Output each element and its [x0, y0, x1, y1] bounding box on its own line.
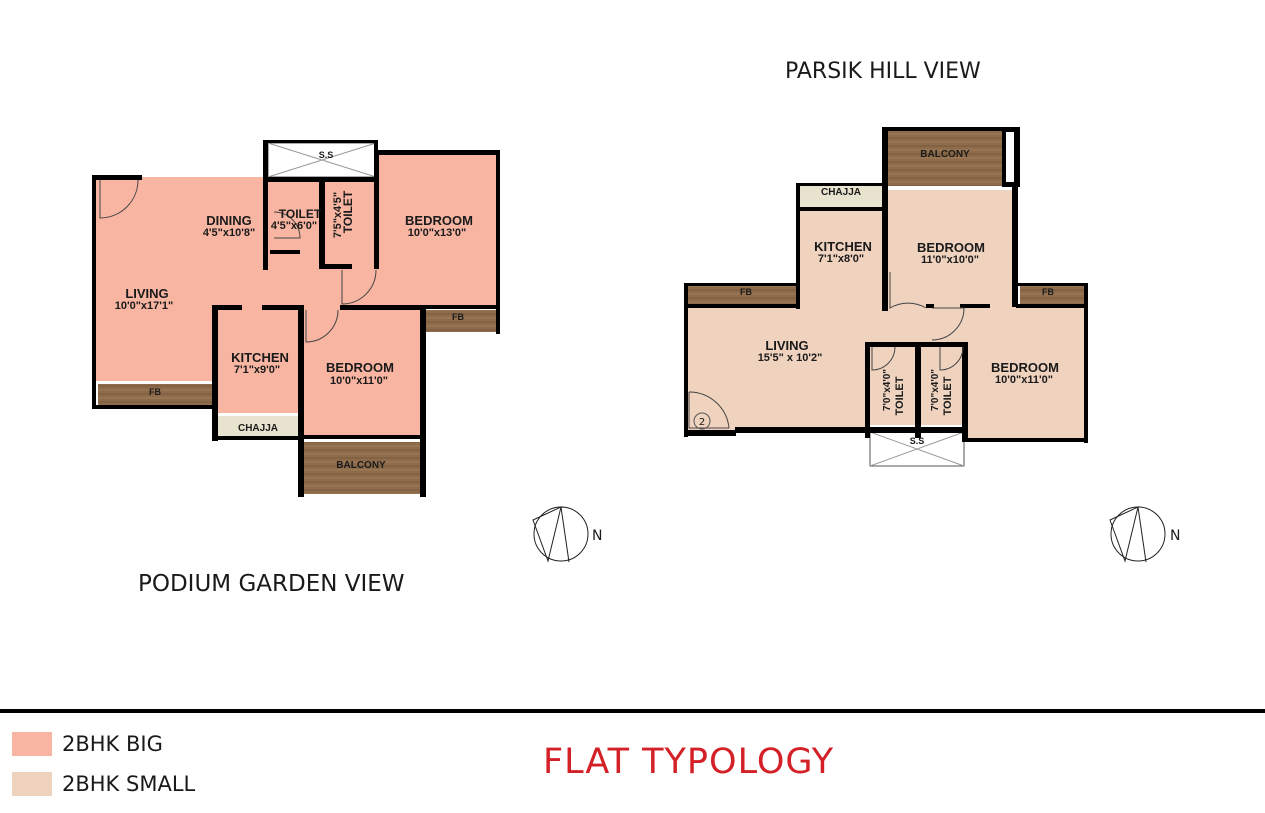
room-dim-kitchen-small: 7'1"x8'0" — [818, 253, 864, 265]
fb-left-label: FB — [149, 387, 161, 397]
bedroom-door-swing — [305, 309, 339, 343]
toilet-door-swing — [341, 269, 377, 305]
north-arrow-icon — [532, 506, 589, 563]
balcony-area-small — [888, 130, 1003, 186]
entry-number: 2 — [699, 417, 705, 428]
legend-label-big: 2BHK BIG — [62, 732, 163, 756]
room-label-living-small: LIVING — [765, 338, 808, 353]
room-dim-living: 10'0"x17'1" — [115, 300, 174, 312]
footer-divider — [0, 709, 1265, 713]
room-label-living: LIVING — [125, 286, 168, 301]
page-title: FLAT TYPOLOGY — [543, 742, 835, 782]
toilet-2-fill — [322, 181, 374, 269]
kitchen-fill — [214, 307, 302, 413]
fb-right-label-small: FB — [1042, 287, 1054, 297]
fb-right-bed-small — [1020, 285, 1086, 305]
legend-swatch-big — [12, 732, 52, 756]
toilet2-door-swing-small — [939, 346, 964, 371]
room-label-bedroom-1-small: BEDROOM — [917, 240, 985, 255]
room-label-bedroom-2: BEDROOM — [326, 360, 394, 375]
room-dim-bedroom-2: 10'0"x11'0" — [330, 375, 388, 387]
passage-fill — [214, 269, 426, 307]
bedroom-2-fill-small — [964, 308, 1086, 440]
balcony-label-small: BALCONY — [920, 149, 970, 160]
living-fill-small — [686, 305, 868, 431]
room-dim-toilet-1-small: 7'0"x4'0" — [882, 369, 893, 411]
room-label-kitchen: KITCHEN — [231, 350, 289, 365]
room-dim-toilet-2: 7'5"x4'5" — [332, 192, 344, 238]
balcony-area — [304, 442, 420, 494]
walls-small — [684, 127, 1088, 443]
fb-right-label: FB — [452, 312, 464, 322]
fb-right-bed — [426, 310, 496, 332]
kitchen-fill-small — [800, 209, 886, 309]
legend-label-small: 2BHK SMALL — [62, 772, 196, 796]
room-label-bedroom-2-small: BEDROOM — [991, 360, 1059, 375]
plan-2bhk-small: PARSIK HILL VIEW — [684, 59, 1180, 563]
bedroom-2-fill — [302, 307, 422, 437]
north-arrow-icon — [1109, 506, 1166, 563]
entry-marker — [693, 412, 711, 430]
room-dim-living-small: 15'5" x 10'2" — [758, 352, 823, 364]
toilet1-door-swing — [273, 211, 301, 239]
entry-door-swing — [99, 179, 139, 219]
room-dim-bedroom-2-small: 10'0"x11'0" — [995, 374, 1053, 386]
room-label-toilet-1-small: TOILET — [894, 376, 906, 415]
room-label-dining: DINING — [206, 213, 252, 228]
fb-left-bed — [98, 384, 212, 406]
ss-label-small: S.S — [910, 436, 925, 446]
room-dim-kitchen: 7'1"x9'0" — [234, 364, 280, 376]
view-caption-parsik: PARSIK HILL VIEW — [785, 59, 981, 84]
chajja-label-small: CHAJJA — [821, 187, 861, 198]
toilet-2-fill-small — [920, 345, 966, 425]
fb-left-bed-small — [686, 285, 796, 305]
north-label: N — [592, 528, 602, 544]
bedroom2-door-swing-small — [931, 307, 965, 341]
bedroom-door-swing-small — [889, 272, 927, 309]
passage-fill-small — [860, 305, 964, 345]
room-label-toilet-2: TOILET — [341, 190, 355, 233]
ss-label: S.S — [319, 150, 334, 160]
room-dim-dining: 4'5"x10'8" — [203, 227, 255, 239]
room-label-bedroom-1: BEDROOM — [405, 213, 473, 228]
toilet1-door-swing-small — [871, 346, 896, 371]
legend-item-small: 2BHK SMALL — [12, 772, 195, 796]
room-label-kitchen-small: KITCHEN — [814, 239, 872, 254]
chajja-strip-small — [800, 185, 882, 209]
room-dim-bedroom-1-small: 11'0"x10'0" — [921, 254, 979, 266]
room-dim-toilet-1: 4'5"x6'0" — [271, 220, 317, 232]
bedroom-1-fill-small — [886, 190, 1016, 308]
legend-item-big: 2BHK BIG — [12, 732, 163, 756]
room-dim-bedroom-1: 10'0"x13'0" — [408, 227, 467, 239]
legend-swatch-small — [12, 772, 52, 796]
plan-2bhk-big: DINING 4'5"x10'8" TOILET 4'5"x6'0" TOILE… — [92, 140, 602, 597]
room-dim-toilet-2-small: 7'0"x4'0" — [930, 369, 941, 411]
room-label-toilet-1: TOILET — [279, 207, 322, 221]
chajja-label: CHAJJA — [238, 423, 278, 434]
north-label-small: N — [1170, 528, 1180, 544]
view-caption-podium: PODIUM GARDEN VIEW — [138, 571, 405, 597]
balcony-label: BALCONY — [336, 460, 386, 471]
walls-big — [92, 140, 500, 497]
room-label-toilet-2-small: TOILET — [942, 376, 954, 415]
toilet-1-fill — [266, 181, 322, 269]
fb-left-label-small: FB — [740, 287, 752, 297]
entry-door-swing-small — [688, 391, 730, 429]
